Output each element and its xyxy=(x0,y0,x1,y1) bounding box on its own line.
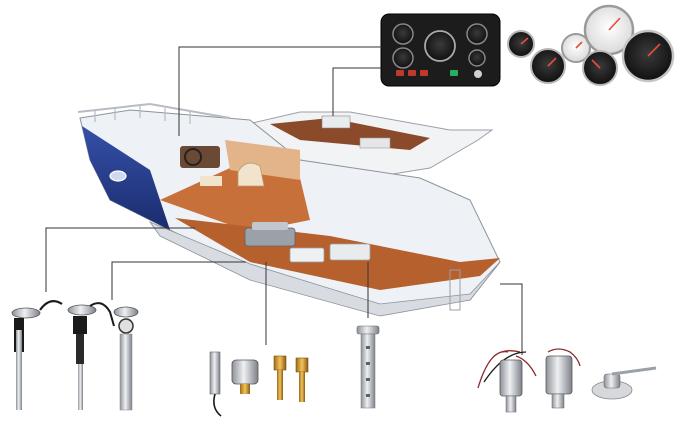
panel-switch-row xyxy=(396,70,482,78)
leader-panel-to-flybridge xyxy=(332,67,381,116)
panel-gauge-small-3 xyxy=(466,23,488,45)
trim-sender-1 xyxy=(477,350,537,413)
trim-angle-senders xyxy=(477,348,581,413)
temp-sender-3 xyxy=(295,357,309,402)
rudder-angle-sender xyxy=(591,366,657,400)
temperature-pressure-senders xyxy=(209,351,309,417)
engine-block xyxy=(244,222,296,247)
hull-bottom xyxy=(148,221,501,317)
instrument-panel xyxy=(380,13,501,87)
flybridge-seat xyxy=(359,137,391,149)
fuel-sensor-1 xyxy=(11,299,63,410)
temp-sender-1 xyxy=(209,351,222,417)
leader-trim-senders xyxy=(500,283,523,355)
panel-gauge-small-1 xyxy=(392,23,414,45)
trim-sender-2 xyxy=(545,348,581,409)
helm-console-upper xyxy=(321,115,351,129)
pressure-sender xyxy=(231,359,259,394)
leader-fuel-sensor-2 xyxy=(111,261,246,300)
leader-lines xyxy=(45,46,523,355)
panel-gauge-large xyxy=(424,30,456,62)
yacht-cutaway xyxy=(77,102,501,317)
hull-porthole xyxy=(109,170,127,182)
panel-gauge-small-4 xyxy=(468,49,486,67)
cabin-wood-floor xyxy=(160,168,310,232)
aft-stair xyxy=(449,269,461,311)
water-sensor-slots xyxy=(366,346,370,397)
bow-rail xyxy=(77,102,231,119)
fuel-sensor-2 xyxy=(67,302,115,410)
fuel-level-sensors xyxy=(11,299,139,411)
steering-wheel xyxy=(184,148,202,166)
gauge-cluster xyxy=(507,4,675,86)
leader-panel-to-helm xyxy=(178,46,382,136)
gauge-needles xyxy=(520,17,661,69)
salon-armchair xyxy=(237,162,265,187)
water-tank xyxy=(329,243,371,261)
bow-rail-posts xyxy=(94,105,191,124)
leader-fuel-sensors xyxy=(45,227,195,292)
panel-gauge-small-2 xyxy=(392,47,414,69)
temp-sender-2 xyxy=(273,355,287,400)
fuel-tank xyxy=(289,247,325,263)
helm-seat xyxy=(200,176,222,186)
fuel-sensor-3 xyxy=(113,306,139,411)
water-level-sensor xyxy=(356,325,380,409)
